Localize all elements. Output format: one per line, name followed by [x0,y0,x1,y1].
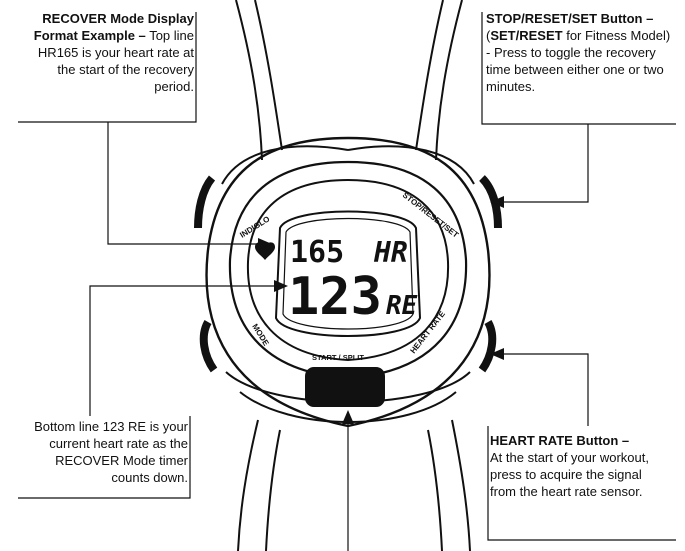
arrowhead-bottom [274,280,288,292]
leader-stop-to-button [500,124,589,203]
callout-stop-reset-set: STOP/RESET/SET Button – (SET/RESET for F… [486,10,676,95]
case-shoulder-left [221,145,349,185]
case-shoulder-right [347,145,475,185]
callout-stop-paren-bold: SET/RESET [490,28,563,43]
label-start-split: START / SPLIT [312,353,364,362]
label-indiglo: INDIGLO [238,214,271,239]
lcd-top-unit: HR [373,236,408,269]
leader-hr [487,426,676,541]
lcd-bottom-value: 123 [288,267,382,327]
callout-heart-rate-button: HEART RATE Button – At the start of your… [490,432,670,500]
strap-top-right [435,0,463,161]
leader-recover [18,12,197,123]
start-split-button [305,367,385,407]
strap-bottom-inner-left [265,429,281,551]
strap-bottom-inner-right [427,429,443,551]
lcd-top-value: 165 [290,235,344,270]
callout-recover-title: RECOVER Mode Display Format Example – [33,11,194,43]
arrowhead-stop [490,196,504,208]
arrowhead-hr [490,348,504,360]
arrowhead-start [342,410,354,424]
callout-stop-body: for Fitness Model) - Press to toggle the… [486,28,671,94]
strap-bottom-right [451,419,471,551]
callout-bottom-line: Bottom line 123 RE is your current heart… [26,418,188,486]
side-button-lower-left [199,320,218,373]
lcd-bottom-unit: RE [386,291,418,321]
strap-top [235,0,263,161]
leader-recover-to-lcd [107,122,260,245]
side-button-upper-left [194,175,216,229]
leader-stop [481,12,676,125]
callout-bottom-body: Bottom line 123 RE is your current heart… [34,419,188,485]
lcd-frame [274,210,422,337]
callout-hr-title: HEART RATE Button – [490,433,630,448]
leader-hr-to-button [500,353,589,426]
side-button-lower-right [478,320,497,373]
callout-hr-body: At the start of your workout, press to a… [490,450,649,499]
lcd-inner-frame [282,217,414,330]
strap-top-inner-left [254,0,283,151]
leader-bottom-to-lcd [89,285,276,416]
callout-recover-body: Top line HR165 is your heart rate at the… [37,28,194,94]
bezel-inner [246,178,450,362]
callout-recover-format: RECOVER Mode Display Format Example – To… [22,10,194,95]
arrowhead-recover [258,238,272,250]
callout-stop-title: STOP/RESET/SET Button – [486,11,654,26]
strap-top-inner-right [415,0,444,151]
callout-stop-paren-open: ( [486,28,491,43]
leader-bottom [18,416,191,499]
strap-bottom-left [237,419,259,551]
